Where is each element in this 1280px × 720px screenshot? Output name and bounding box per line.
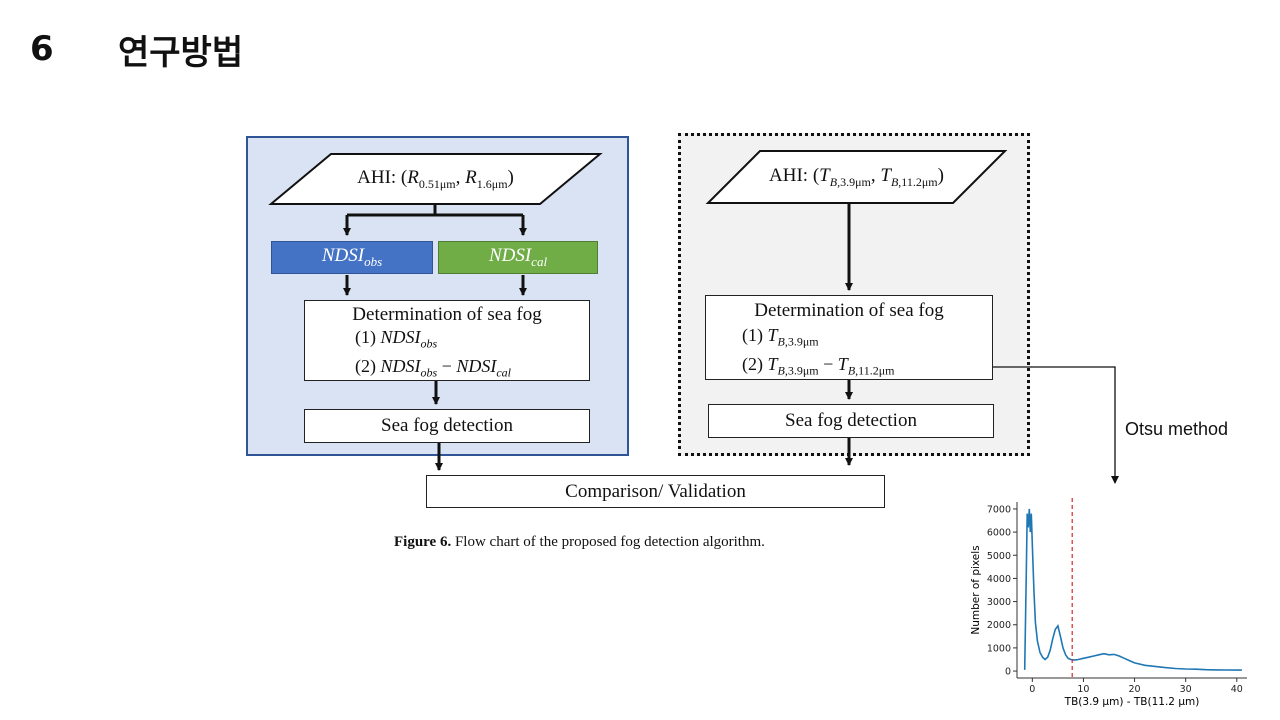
left-input-label: AHI: (R0.51μm, R1.6μm)	[357, 166, 514, 191]
histogram-x-axis-label: TB(3.9 μm) - TB(11.2 μm)	[1064, 696, 1200, 708]
histogram-x-tick-label: 0	[1029, 684, 1035, 695]
right-detection-label: Sea fog detection	[785, 410, 917, 431]
right-detection-box: Sea fog detection	[708, 404, 994, 438]
left-determination-box: Determination of sea fog (1) NDSIobs (2)…	[304, 300, 590, 381]
histogram-y-tick-label: 5000	[987, 551, 1011, 562]
histogram-y-axis-label: Number of pixels	[970, 545, 982, 634]
right-determination-title: Determination of sea fog	[754, 300, 944, 321]
left-input-parallelogram	[268, 153, 603, 205]
slide-number: 6	[30, 29, 54, 69]
right-criterion-2: (2) TB,3.9μm − TB,11.2μm	[742, 353, 895, 378]
histogram-y-tick-label: 7000	[987, 504, 1011, 515]
histogram-y-tick-label: 2000	[987, 620, 1011, 631]
figure-caption: Figure 6. Flow chart of the proposed fog…	[394, 534, 765, 551]
histogram-y-tick-label: 4000	[987, 574, 1011, 585]
histogram-x-tick-label: 10	[1077, 684, 1089, 695]
ndsi-cal-box: NDSIcal	[438, 241, 598, 274]
right-criterion-1: (1) TB,3.9μm	[742, 325, 819, 349]
slide-heading: 6 연구방법	[30, 24, 243, 74]
caption-label: Figure 6.	[394, 534, 452, 550]
comparison-label: Comparison/ Validation	[565, 480, 746, 502]
ndsi-cal-label: NDSIcal	[488, 245, 548, 269]
histogram-x-tick-label: 30	[1180, 684, 1192, 695]
left-detection-label: Sea fog detection	[381, 415, 513, 436]
ndsi-obs-box: NDSIobs	[271, 241, 433, 274]
histogram-y-tick-label: 1000	[987, 643, 1011, 654]
ndsi-obs-label: NDSIobs	[321, 245, 383, 269]
histogram-y-tick-label: 6000	[987, 528, 1011, 539]
histogram-y-tick-label: 3000	[987, 597, 1011, 608]
histogram-x-tick-label: 40	[1231, 684, 1243, 695]
histogram-series-line	[1023, 508, 1242, 671]
right-determination-criteria: (1) TB,3.9μm (2) TB,3.9μm − TB,11.2μm	[742, 324, 992, 381]
histogram-x-tick-label: 20	[1129, 684, 1141, 695]
left-determination-title: Determination of sea fog	[352, 304, 542, 325]
left-determination-criteria: (1) NDSIobs (2) NDSIobs − NDSIcal	[355, 326, 589, 383]
right-input-parallelogram	[705, 150, 1008, 204]
right-input-label: AHI: (TB,3.9μm, TB,11.2μm)	[769, 164, 944, 189]
otsu-method-label: Otsu method	[1125, 419, 1229, 439]
histogram-chart: 0 1000 2000 3000 4000 5000 6000 7000 0 10 20 30 40 T…	[970, 498, 1247, 708]
slide-title: 연구방법	[118, 32, 244, 73]
left-criterion-2: (2) NDSIobs − NDSIcal	[355, 355, 511, 380]
histogram-y-tick-label: 0	[1005, 667, 1011, 678]
left-criterion-1: (1) NDSIobs	[355, 327, 438, 351]
right-determination-box: Determination of sea fog (1) TB,3.9μm (2…	[705, 295, 993, 380]
connector-to-otsu	[955, 366, 1119, 484]
left-detection-box: Sea fog detection	[304, 409, 590, 443]
caption-text: Flow chart of the proposed fog detection…	[454, 534, 765, 550]
comparison-box: Comparison/ Validation	[426, 475, 885, 508]
